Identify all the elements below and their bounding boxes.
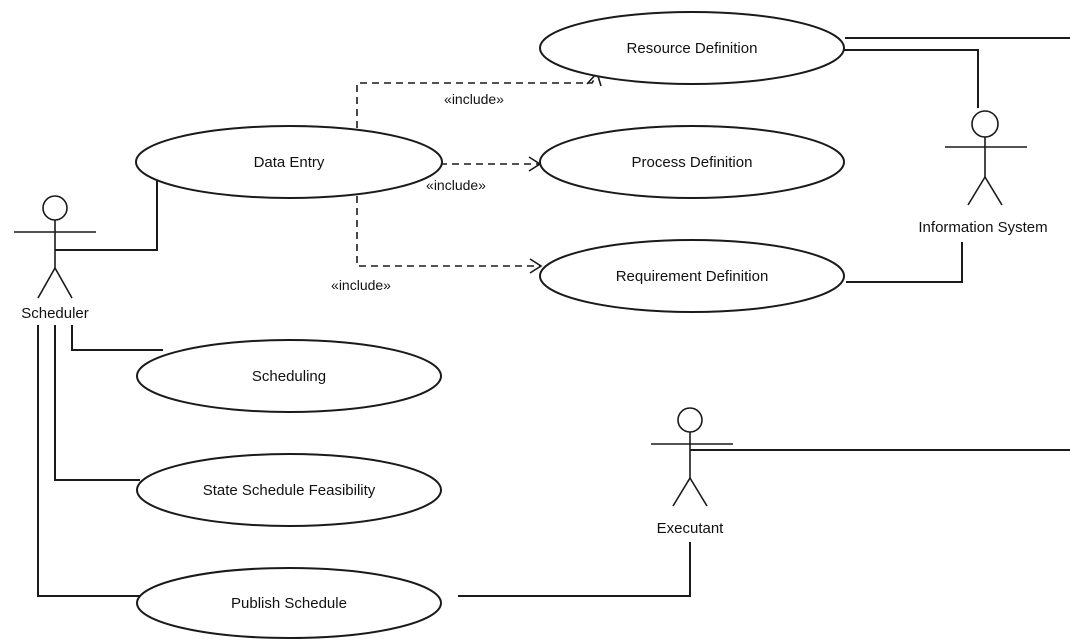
- use-case-scheduling: Scheduling: [136, 339, 442, 413]
- use-case-state-schedule-feasibility: State Schedule Feasibility: [136, 453, 442, 527]
- use-case-process-definition: Process Definition: [539, 125, 845, 199]
- use-case-requirement-definition: Requirement Definition: [539, 239, 845, 313]
- use-case-label: Scheduling: [252, 368, 326, 385]
- use-case-label: State Schedule Feasibility: [203, 482, 376, 499]
- include-arrow-resource: [356, 74, 598, 128]
- assoc-scheduler-data-entry: [55, 173, 158, 251]
- include-arrowhead-requirement: [529, 258, 543, 274]
- actor-executant: Executant: [651, 407, 733, 537]
- associations: [37, 37, 1070, 597]
- include-label-process: «include»: [426, 177, 486, 193]
- assoc-scheduler-feasibility: [54, 325, 140, 481]
- use-case-label: Requirement Definition: [616, 268, 769, 285]
- stick-figure-icon: [651, 407, 733, 507]
- actor-label: Information System: [918, 219, 1047, 236]
- assoc-scheduler-scheduling: [71, 325, 163, 351]
- assoc-publish-executant: [458, 542, 691, 597]
- actor-information-system: Information System: [918, 110, 1048, 236]
- use-case-label: Data Entry: [254, 154, 325, 171]
- actor-scheduler: Scheduler: [14, 195, 96, 322]
- include-label-requirement: «include»: [331, 277, 391, 293]
- actor-label: Scheduler: [21, 305, 89, 322]
- actor-label: Executant: [657, 520, 725, 537]
- assoc-scheduler-publish: [37, 325, 140, 597]
- assoc-requirement-infosystem: [846, 242, 963, 283]
- use-case-label: Process Definition: [632, 154, 753, 171]
- use-case-resource-definition: Resource Definition: [539, 11, 845, 85]
- stick-figure-icon: [945, 110, 1027, 206]
- use-case-label: Resource Definition: [627, 40, 758, 57]
- use-case-publish-schedule: Publish Schedule: [136, 567, 442, 639]
- use-case-data-entry: Data Entry: [135, 125, 443, 199]
- assoc-resource-infosystem: [843, 49, 979, 108]
- stick-figure-icon: [14, 195, 96, 299]
- include-arrow-requirement: [356, 196, 541, 267]
- include-label-resource: «include»: [444, 91, 504, 107]
- use-case-label: Publish Schedule: [231, 595, 347, 612]
